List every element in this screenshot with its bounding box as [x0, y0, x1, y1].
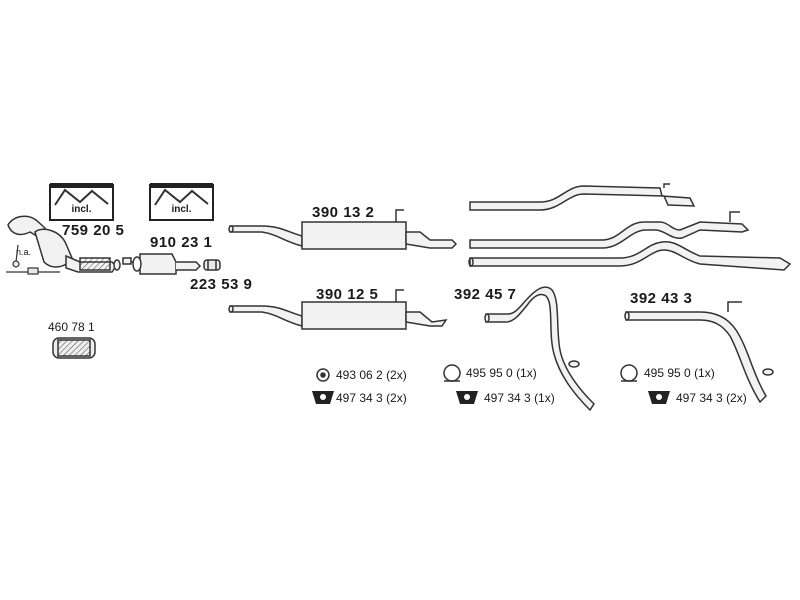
- fitting-part: 497 34 3: [484, 391, 531, 405]
- front-pipe-catalytic-converter: [7, 215, 121, 273]
- fitting-qty: (1x): [516, 366, 537, 380]
- fitting-label: 497 34 3 (2x): [336, 391, 407, 405]
- tail-pipe-long-3: [468, 241, 792, 271]
- part-label-460781: 460 78 1: [48, 320, 95, 334]
- fitting-qty: (2x): [386, 368, 407, 382]
- flex-pipe: [52, 337, 96, 359]
- kit-2-incl-label: incl.: [171, 204, 192, 215]
- fitting-qty: (1x): [534, 391, 555, 405]
- center-pipe: [122, 253, 202, 275]
- fitting-qty: (1x): [694, 366, 715, 380]
- part-label-910231: 910 23 1: [150, 234, 213, 251]
- part-label-390132: 390 13 2: [312, 204, 375, 221]
- fitting-part: 497 34 3: [676, 391, 723, 405]
- mounting-kit-box-icon: [149, 183, 214, 221]
- clamp-ring-icon: [316, 368, 330, 382]
- pipe-clamp: [203, 259, 221, 271]
- part-label-392433: 392 43 3: [630, 290, 693, 307]
- fitting-label: 497 34 3 (1x): [484, 391, 555, 405]
- part-label-390125: 390 12 5: [316, 286, 379, 303]
- rubber-mount-icon: [312, 391, 334, 404]
- hanger-ring-icon: [443, 364, 461, 382]
- rear-muffler-lower: [228, 289, 448, 330]
- hanger-ring-icon: [620, 364, 638, 382]
- na-note: n.a.: [16, 247, 32, 257]
- fitting-label: 493 06 2 (2x): [336, 368, 407, 382]
- part-label-759205: 759 20 5: [62, 222, 125, 239]
- tail-pipe-curved-a: [484, 286, 595, 412]
- tail-pipe-long-2: [469, 211, 750, 249]
- fitting-qty: (2x): [386, 391, 407, 405]
- fitting-qty: (2x): [726, 391, 747, 405]
- tail-pipe-curved-b: [624, 301, 774, 404]
- fitting-label: 495 95 0 (1x): [466, 366, 537, 380]
- rear-muffler-upper: [228, 209, 458, 250]
- tail-pipe-long-1: [469, 183, 696, 211]
- lambda-sensor-icon: [6, 244, 60, 275]
- fitting-part: 493 06 2: [336, 368, 383, 382]
- mounting-kit-box-icon: [49, 183, 114, 221]
- fitting-label: 495 95 0 (1x): [644, 366, 715, 380]
- fitting-part: 495 95 0: [466, 366, 513, 380]
- fitting-part: 497 34 3: [336, 391, 383, 405]
- part-label-223539: 223 53 9: [190, 276, 253, 293]
- fitting-part: 495 95 0: [644, 366, 691, 380]
- fitting-label: 497 34 3 (2x): [676, 391, 747, 405]
- part-label-392457: 392 45 7: [454, 286, 517, 303]
- rubber-mount-icon: [648, 391, 670, 404]
- rubber-mount-icon: [456, 391, 478, 404]
- kit-1-incl-label: incl.: [71, 204, 92, 215]
